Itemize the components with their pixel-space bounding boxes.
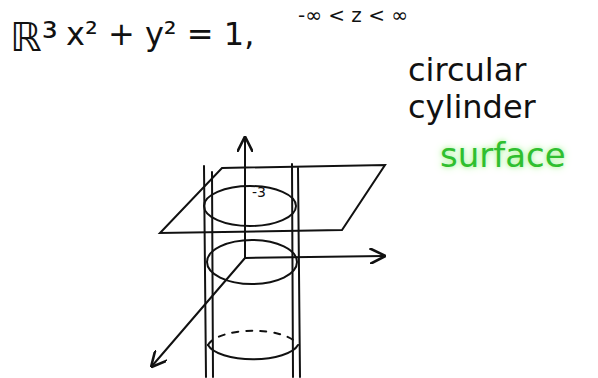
range-note: -∞ < z < ∞ bbox=[298, 4, 408, 27]
y-axis bbox=[245, 256, 384, 258]
equation: x² + y² = 1, bbox=[66, 16, 254, 53]
plane bbox=[160, 165, 385, 233]
cross-section-hidden bbox=[208, 331, 298, 345]
cylinder-side bbox=[212, 172, 213, 377]
space-name: ℝ³ bbox=[10, 14, 58, 60]
x-axis bbox=[152, 258, 245, 366]
level-label: -3 bbox=[252, 184, 266, 200]
highlight-note: surface bbox=[440, 136, 566, 175]
cylinder-side bbox=[204, 166, 206, 377]
cross-section bbox=[207, 240, 297, 284]
cross-section bbox=[208, 345, 298, 359]
shape-name: circular cylinder bbox=[408, 52, 558, 126]
cross-section bbox=[204, 186, 296, 226]
